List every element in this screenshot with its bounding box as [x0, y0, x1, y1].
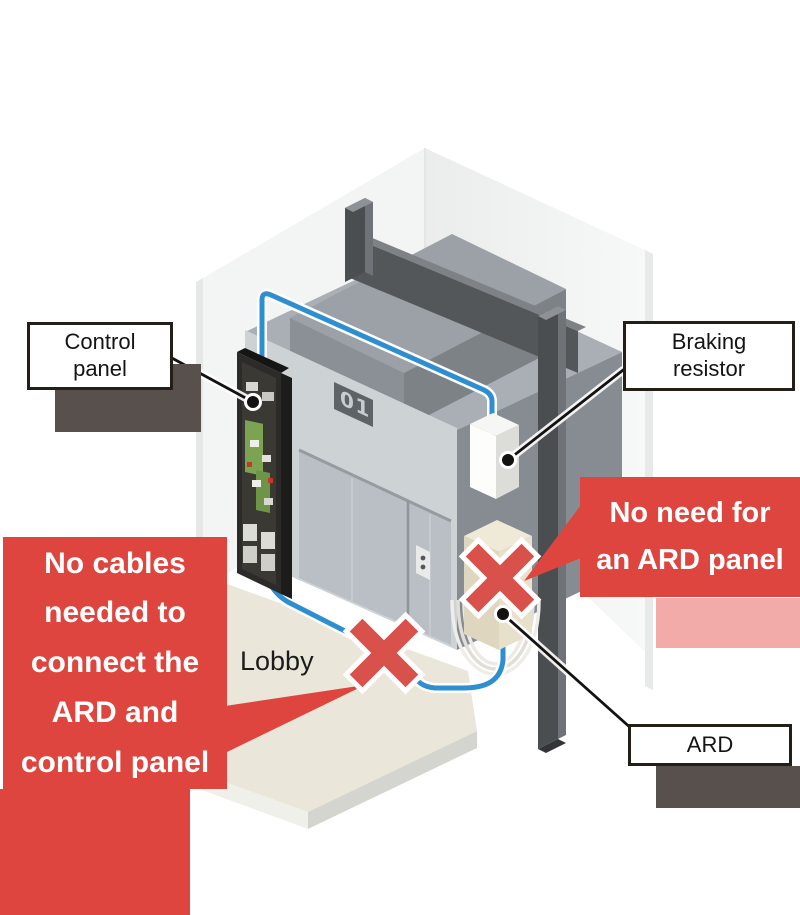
ard-label-text: ARD [686, 731, 734, 757]
component-red [247, 462, 252, 467]
lobby-floor-front-edge [308, 731, 477, 829]
no-ard-callout-line: an ARD panel [596, 544, 784, 576]
call-button-down [420, 564, 426, 570]
no-ard-callout-line: No need for [609, 497, 771, 530]
x-mark-cables [342, 611, 426, 695]
control-panel-side [281, 373, 292, 599]
ard-label-shadow [656, 766, 800, 808]
right-post-front [538, 306, 558, 749]
no-ard-callout-tail [524, 505, 581, 581]
no-cables-callout-line: No cables [44, 546, 186, 580]
control-panel-leader-dot [244, 393, 262, 411]
right-post-bottom [538, 739, 566, 753]
braking-resistor-front [470, 424, 496, 499]
braking-resistor-label-text: Braking resistor [671, 329, 747, 381]
lobby-floor-label: Lobby [240, 646, 314, 676]
component [262, 455, 271, 462]
no-ard-callout: No need for an ARD panel [580, 477, 800, 597]
blue-cable-top [259, 291, 495, 432]
no-cables-callout-line: connect the [30, 646, 200, 680]
control-panel-top [237, 348, 289, 373]
component [252, 480, 261, 487]
no-cables-callout-tail [225, 685, 365, 753]
breaker [261, 554, 275, 571]
pcb-green [245, 419, 263, 476]
left-wall-edge [196, 278, 203, 590]
braking-resistor-top [470, 413, 519, 436]
component [264, 498, 273, 505]
component [246, 382, 258, 391]
braking-resistor-leader [507, 365, 628, 462]
door-lintel [298, 448, 452, 523]
component-red [268, 478, 273, 483]
ard-leader-dot [494, 605, 512, 623]
x-mark-ard [458, 536, 542, 620]
ard-label: ARD [628, 724, 792, 766]
breaker [243, 524, 257, 541]
no-cables-callout-shadow [0, 789, 190, 915]
ard-leader [502, 612, 634, 732]
call-button-plate [416, 545, 430, 580]
crossbeam-top [350, 232, 586, 331]
no-cables-callout: No cables needed to connect the ARD and … [3, 537, 227, 789]
right-post-top [538, 306, 566, 320]
pcb-green-small [256, 469, 270, 513]
right-wall-edge [645, 250, 653, 690]
braking-resistor-label: Braking resistor [623, 321, 795, 391]
left-post-side [365, 198, 373, 276]
control-panel-label-text: Control panel [64, 329, 136, 381]
breaker [261, 532, 275, 549]
elevator-doors [299, 450, 451, 645]
floor-indicator-plate [334, 382, 373, 427]
no-cables-callout-line: needed to [44, 596, 186, 630]
left-post-front [345, 198, 365, 282]
no-cables-callout-line: ARD and [51, 695, 179, 729]
no-ard-callout-shadow [656, 598, 800, 648]
crossbeam-front [350, 236, 578, 373]
braking-resistor-leader-dot [499, 451, 517, 469]
component [250, 440, 259, 447]
left-post-top [345, 198, 373, 212]
breaker [243, 546, 257, 563]
component [262, 392, 274, 401]
call-button-up [420, 555, 426, 561]
no-cables-callout-line: control panel [20, 745, 210, 779]
control-panel-label: Control panel [27, 322, 173, 390]
